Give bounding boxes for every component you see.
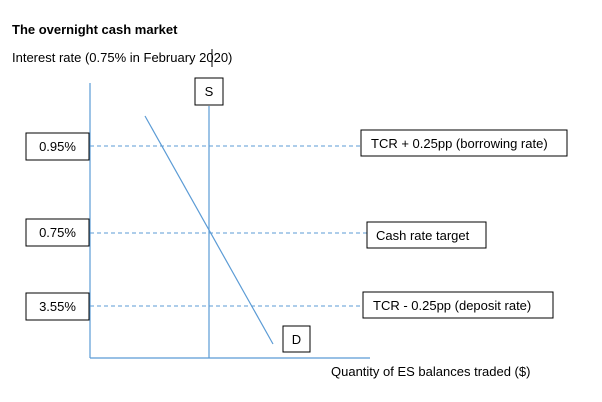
rate-label-deposit: 3.55% — [39, 299, 76, 314]
rate-box-deposit: 3.55% — [25, 292, 90, 321]
supply-label-box: S — [194, 77, 224, 106]
note-box-deposit: TCR - 0.25pp (deposit rate) — [362, 291, 554, 319]
x-axis-label: Quantity of ES balances traded ($) — [331, 364, 530, 379]
diagram-title: The overnight cash market — [12, 22, 178, 37]
demand-curve — [144, 115, 274, 345]
note-borrowing-rate: TCR + 0.25pp (borrowing rate) — [371, 136, 548, 151]
demand-label: D — [292, 332, 301, 347]
rate-label-borrowing: 0.95% — [39, 139, 76, 154]
y-axis-label: Interest rate (0.75% in February 2020) — [12, 50, 232, 65]
note-box-borrowing: TCR + 0.25pp (borrowing rate) — [360, 129, 568, 157]
note-box-cash-rate-target: Cash rate target — [366, 221, 487, 249]
note-cash-rate-target: Cash rate target — [376, 228, 470, 243]
supply-label: S — [205, 84, 214, 99]
rate-box-cash-rate-target: 0.75% — [25, 218, 90, 247]
rate-label-cash-rate-target: 0.75% — [39, 225, 76, 240]
demand-label-box: D — [282, 325, 311, 353]
note-deposit-rate: TCR - 0.25pp (deposit rate) — [373, 298, 531, 313]
rate-box-borrowing: 0.95% — [25, 132, 90, 161]
